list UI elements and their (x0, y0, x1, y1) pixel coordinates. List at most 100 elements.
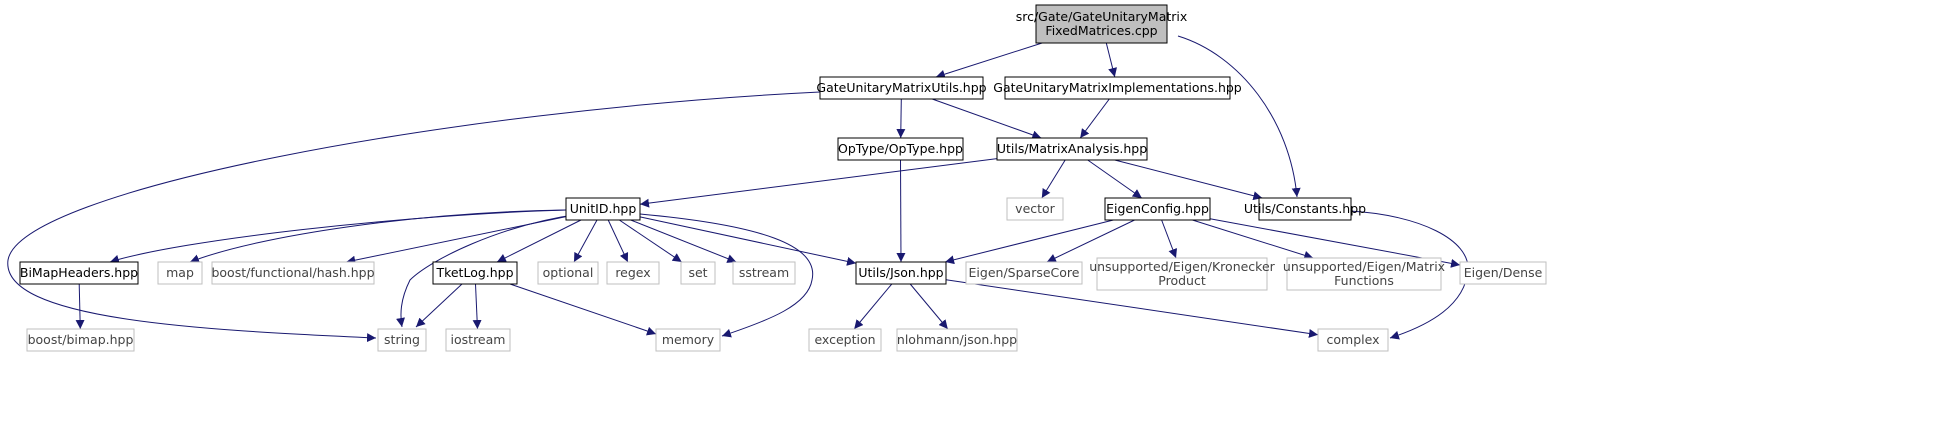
node-box-kronecker (1096, 257, 1268, 291)
node-matrix_analysis[interactable]: Utils/MatrixAnalysis.hpp (996, 137, 1148, 161)
node-gum_utils[interactable]: GateUnitaryMatrixUtils.hpp (816, 76, 987, 100)
edge-root-to-gum_utils (935, 42, 1043, 79)
node-exception: exception (808, 328, 882, 352)
node-box-sparsecore (965, 261, 1083, 285)
node-label-matrix_analysis: Utils/MatrixAnalysis.hpp (997, 141, 1147, 156)
edge-gum_utils-to-string (7, 91, 821, 343)
node-box-gum_utils (819, 76, 984, 100)
edge-tketlog-to-iostream (472, 283, 482, 330)
node-box-bimap (26, 328, 135, 352)
node-box-boost_hash (211, 261, 375, 285)
edge-root-to-constants (1177, 35, 1301, 198)
node-bimap: boost/bimap.hpp (26, 328, 135, 352)
node-string: string (377, 328, 427, 352)
node-label-exception: exception (814, 332, 875, 347)
node-regex: regex (606, 261, 660, 285)
edge-json-to-complex (945, 279, 1319, 338)
node-dense: Eigen/Dense (1459, 261, 1547, 285)
node-memory: memory (655, 328, 721, 352)
edge-layer (7, 35, 1469, 343)
node-label-dense: Eigen/Dense (1464, 265, 1543, 280)
node-box-sstream (732, 261, 796, 285)
node-constants[interactable]: Utils/Constants.hpp (1244, 197, 1366, 221)
node-gum_impl[interactable]: GateUnitaryMatrixImplementations.hpp (993, 76, 1242, 100)
edge-matrix_analysis-to-vector (1041, 159, 1066, 199)
edge-unitid-to-map (189, 209, 567, 263)
node-box-map (157, 261, 203, 285)
node-label-optional: optional (543, 265, 594, 280)
node-label-bimapheaders: BiMapHeaders.hpp (20, 265, 138, 280)
edge-tketlog-to-string (415, 283, 463, 328)
node-box-gum_impl (1004, 76, 1231, 100)
node-root[interactable]: src/Gate/GateUnitaryMatrixFixedMatrices.… (1016, 4, 1188, 44)
edge-bimapheaders-to-bimap (75, 283, 85, 330)
node-nlohmann: nlohmann/json.hpp (896, 328, 1018, 352)
edge-unitid-to-memory (639, 213, 814, 338)
node-label-sparsecore: Eigen/SparseCore (969, 265, 1080, 280)
node-label-bimap: boost/bimap.hpp (28, 332, 134, 347)
node-label-sstream: sstream (739, 265, 789, 280)
node-label-gum_impl: GateUnitaryMatrixImplementations.hpp (993, 80, 1242, 95)
edge-unitid-to-json (639, 216, 857, 266)
node-label-kronecker: Product (1158, 273, 1206, 288)
edge-json-to-exception (853, 283, 893, 330)
node-boost_hash: boost/functional/hash.hpp (211, 261, 375, 285)
edge-eigenconfig-to-matfunc (1192, 219, 1314, 260)
node-map: map (157, 261, 203, 285)
node-box-json (855, 261, 947, 285)
node-box-regex (606, 261, 660, 285)
edge-eigenconfig-to-kronecker (1161, 219, 1178, 259)
edge-unitid-to-string (396, 213, 581, 328)
node-label-matfunc: Functions (1334, 273, 1394, 288)
edge-matrix_analysis-to-eigenconfig (1087, 159, 1143, 199)
node-complex: complex (1317, 328, 1389, 352)
node-label-memory: memory (662, 332, 715, 347)
node-label-optype: OpType/OpType.hpp (838, 141, 963, 156)
node-label-kronecker: unsupported/Eigen/Kronecker (1089, 259, 1275, 274)
node-label-string: string (384, 332, 420, 347)
node-label-matfunc: unsupported/Eigen/Matrix (1283, 259, 1445, 274)
node-label-eigenconfig: EigenConfig.hpp (1106, 201, 1209, 216)
node-box-complex (1317, 328, 1389, 352)
node-label-boost_hash: boost/functional/hash.hpp (211, 265, 374, 280)
node-bimapheaders[interactable]: BiMapHeaders.hpp (19, 261, 139, 285)
node-unitid[interactable]: UnitID.hpp (565, 197, 641, 221)
edge-unitid-to-set (619, 219, 682, 263)
node-optype[interactable]: OpType/OpType.hpp (837, 137, 964, 161)
edge-unitid-to-bimapheaders (109, 209, 567, 264)
node-box-exception (808, 328, 882, 352)
edge-tketlog-to-memory (509, 283, 657, 336)
node-box-string (377, 328, 427, 352)
node-optional: optional (537, 261, 599, 285)
node-box-optype (837, 137, 964, 161)
node-sparsecore: Eigen/SparseCore (965, 261, 1083, 285)
node-box-unitid (565, 197, 641, 221)
node-label-constants: Utils/Constants.hpp (1244, 201, 1366, 216)
node-label-root: src/Gate/GateUnitaryMatrix (1016, 9, 1188, 24)
node-box-set (680, 261, 716, 285)
edge-matrix_analysis-to-unitid (639, 158, 998, 208)
edge-eigenconfig-to-sparsecore (1046, 219, 1135, 263)
node-iostream: iostream (445, 328, 511, 352)
edge-unitid-to-tketlog (496, 219, 582, 263)
edge-gum_impl-to-matrix_analysis (1079, 98, 1110, 139)
node-box-eigenconfig (1104, 197, 1211, 221)
node-label-complex: complex (1327, 332, 1380, 347)
node-json[interactable]: Utils/Json.hpp (855, 261, 947, 285)
node-box-tketlog (432, 261, 518, 285)
node-box-constants (1258, 197, 1352, 221)
node-eigenconfig[interactable]: EigenConfig.hpp (1104, 197, 1211, 221)
edge-eigenconfig-to-dense (1209, 218, 1461, 268)
node-layer: src/Gate/GateUnitaryMatrixFixedMatrices.… (19, 4, 1547, 352)
node-label-iostream: iostream (451, 332, 506, 347)
edge-matrix_analysis-to-constants (1114, 159, 1263, 201)
node-sstream: sstream (732, 261, 796, 285)
node-box-matfunc (1286, 257, 1442, 291)
node-tketlog[interactable]: TketLog.hpp (432, 261, 518, 285)
node-vector: vector (1006, 197, 1064, 221)
node-label-set: set (688, 265, 707, 280)
edge-optype-to-json (896, 159, 906, 263)
node-box-nlohmann (896, 328, 1018, 352)
